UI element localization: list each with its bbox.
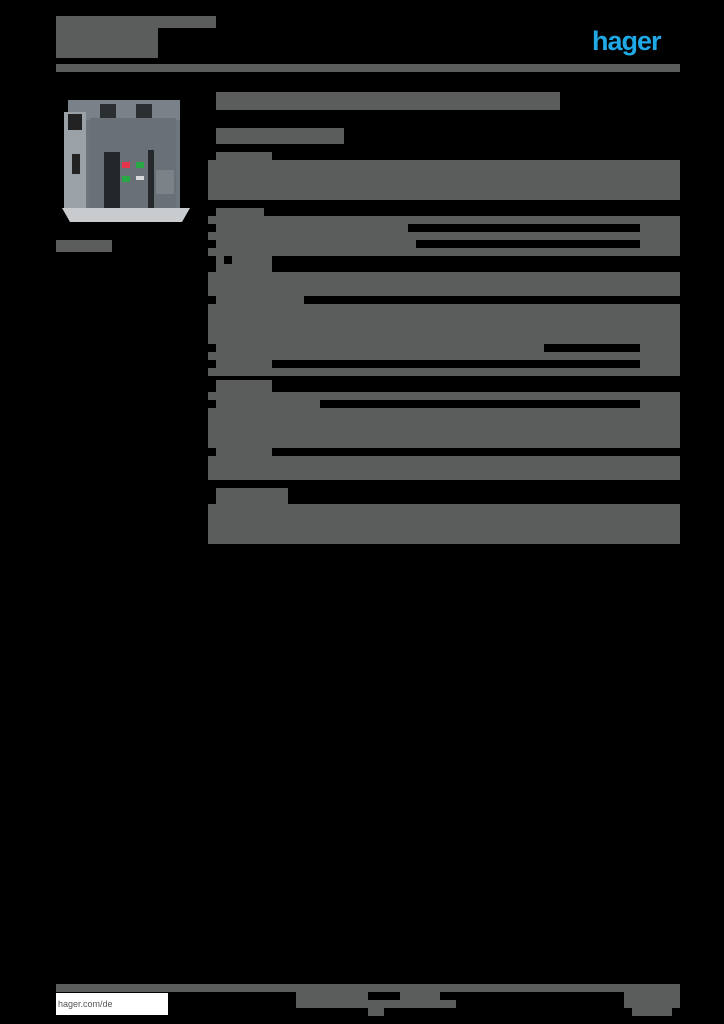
footer-divider [56,984,680,992]
main-title [216,92,560,110]
main-subtitle [216,128,344,144]
product-image [62,98,190,226]
footer-website-link[interactable]: hager.com/de [56,993,168,1015]
product-caption [56,240,112,252]
header-divider [56,64,680,72]
hager-logo[interactable]: hager [592,26,662,56]
